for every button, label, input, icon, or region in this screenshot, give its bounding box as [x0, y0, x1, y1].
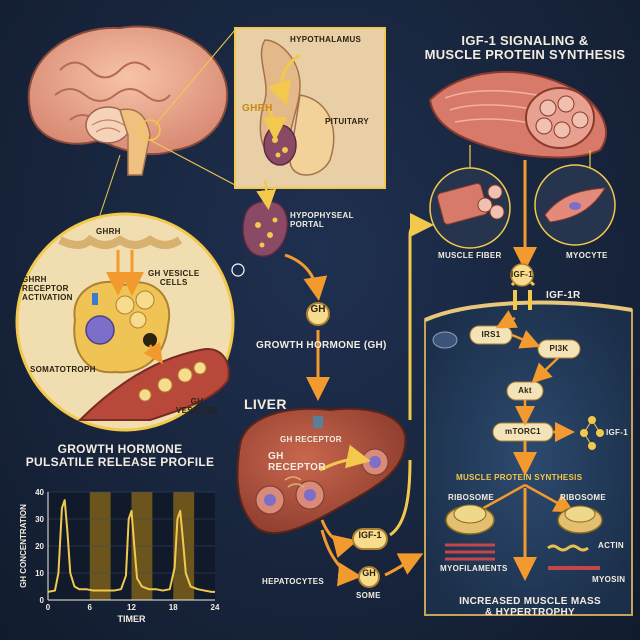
- chart-ytick-label-4: 40: [35, 488, 44, 497]
- result-label: INCREASED MUSCLE MASS & HYPERTROPHY: [430, 596, 630, 618]
- gh-badge-text: GH: [310, 304, 326, 315]
- hypothalamus-inset: [234, 27, 386, 189]
- myofilaments-label: MYOFILAMENTS: [440, 564, 508, 573]
- igf1-liver-badge-text: IGF-1: [358, 530, 382, 540]
- gh-receptor-top-label: GH RECEPTOR: [280, 435, 342, 444]
- hypophyseal-portal-label: HYPOPHYSEAL PORTAL: [290, 211, 354, 230]
- chart-title-line-1: GROWTH HORMONE: [57, 442, 183, 456]
- brain-illustration: [27, 25, 229, 176]
- ghrh-inset-label: GHRH: [96, 227, 121, 236]
- igf1-ligand-label: IGF-1: [511, 270, 533, 279]
- gh-receptor-line-2: RECEPTOR: [268, 462, 326, 473]
- chart-xtick-label-3: 18: [169, 603, 178, 612]
- ghrh-label: GHRH: [242, 103, 273, 114]
- chart-xtick-label-1: 6: [88, 603, 93, 612]
- portal-illustration: [231, 179, 289, 277]
- somatotroph-label: SOMATOTROPH: [30, 365, 96, 374]
- receptor-line-2: RECEPTOR: [22, 283, 69, 293]
- some-label: SOME: [356, 591, 381, 600]
- ribosome-left-label: RIBOSOME: [448, 493, 494, 502]
- pi3k-node[interactable]: PI3K: [549, 344, 569, 353]
- actin-label: ACTIN: [598, 541, 624, 550]
- gh-liver-badge-text: GH: [362, 568, 376, 578]
- akt-node[interactable]: Akt: [518, 386, 532, 395]
- vesicles-line-1: GH: [190, 397, 204, 406]
- chart-ytick-label-3: 30: [35, 515, 44, 524]
- receptor-line-3: ACTIVATION: [22, 292, 73, 302]
- vesicle-line-1: GH VESICLE: [148, 269, 200, 278]
- pituitary-label: PITUITARY: [325, 117, 370, 126]
- vesicle-line-2: CELLS: [159, 277, 188, 287]
- liver-illustration: [236, 407, 407, 535]
- muscle-fiber-label: MUSCLE FIBER: [438, 251, 502, 260]
- page-title: IGF-1 SIGNALING & MUSCLE PROTEIN SYNTHES…: [420, 33, 630, 63]
- igf1-side-label: IGF-1: [606, 428, 628, 437]
- hypothalamus-label: HYPOTHALAMUS: [290, 35, 362, 44]
- portal-line-2: PORTAL: [290, 219, 325, 229]
- igf1r-label: IGF-1R: [546, 290, 581, 301]
- portal-line-1: HYPOPHYSEAL: [290, 211, 354, 220]
- result-line-1: INCREASED MUSCLE MASS: [459, 596, 601, 607]
- igf1-liver-badge: IGF-1: [352, 528, 388, 550]
- hepatocytes-label: HEPATOCYTES: [262, 577, 324, 586]
- myocyte-label: MYOCYTE: [566, 251, 608, 260]
- chart-ytick-label-0: 0: [40, 596, 45, 605]
- liver-title: LIVER: [244, 396, 287, 412]
- vesicles-line-2: VESICLES: [176, 405, 218, 415]
- chart-xtick-label-4: 24: [211, 603, 220, 612]
- receptor-line-1: GHRH: [22, 275, 47, 284]
- signaling-cell: [424, 263, 633, 616]
- result-line-2: & HYPERTROPHY: [484, 607, 576, 618]
- mtorc1-node[interactable]: mTORC1: [505, 427, 541, 436]
- mps-label: MUSCLE PROTEIN SYNTHESIS: [456, 473, 583, 482]
- irs1-node[interactable]: IRS1: [481, 330, 501, 339]
- chart-title: GROWTH HORMONE PULSATILE RELEASE PROFILE: [20, 442, 220, 470]
- chart-xlabel: TIMER: [118, 614, 146, 624]
- gh-vesicle-cells-label: GH VESICLE CELLS: [148, 269, 200, 288]
- myosin-label: MYOSIN: [592, 575, 626, 584]
- somatotroph-inset: [15, 212, 235, 432]
- chart-xtick-label-0: 0: [46, 603, 51, 612]
- gh-receptor-line-1: GH: [268, 451, 284, 462]
- ribosome-right-label: RIBOSOME: [560, 493, 606, 502]
- growth-hormone-label: GROWTH HORMONE (GH): [256, 340, 387, 351]
- gh-receptor-label: GH RECEPTOR: [268, 451, 326, 473]
- chart-ytick-label-1: 10: [35, 569, 44, 578]
- gh-vesicles-label: GH VESICLES: [176, 397, 218, 416]
- chart-ylabel: GH CONCENTRATION: [19, 504, 28, 588]
- gh-liver-badge: GH: [358, 566, 380, 588]
- chart-ytick-label-2: 20: [35, 542, 44, 551]
- muscle-illustration: [428, 70, 616, 249]
- chart-xtick-label-2: 12: [127, 603, 136, 612]
- title-line-2: MUSCLE PROTEIN SYNTHESIS: [424, 47, 626, 63]
- ghrh-receptor-activation-label: GHRH RECEPTOR ACTIVATION: [22, 275, 73, 302]
- gh-badge: GH: [306, 302, 330, 326]
- title-line-1: IGF-1 SIGNALING &: [461, 33, 589, 48]
- chart-series-line: [47, 499, 215, 593]
- chart-title-line-2: PULSATILE RELEASE PROFILE: [25, 455, 215, 470]
